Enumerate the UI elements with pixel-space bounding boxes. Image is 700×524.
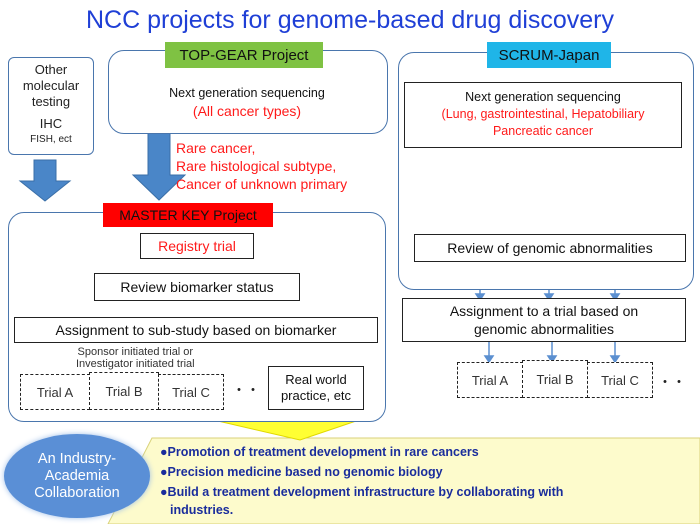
mk-trial-c: Trial C (158, 374, 224, 410)
real-world-line2: practice, etc (280, 388, 352, 403)
scrum-trial-c: Trial C (587, 362, 653, 398)
scrum-trial-a: Trial A (457, 362, 523, 398)
collab-line3: Collaboration (34, 484, 120, 501)
other-testing-box (8, 57, 94, 155)
top-gear-label: TOP-GEAR Project (165, 42, 323, 68)
top-gear-ngs: Next generation sequencing (All cancer t… (108, 84, 386, 120)
fish-label: FISH, ect (30, 134, 72, 145)
scrum-ngs-text: Next generation sequencing (465, 90, 621, 104)
rare-line2: Rare histological subtype, (176, 158, 337, 174)
master-key-label: MASTER KEY Project (103, 203, 273, 227)
rare-line1: Rare cancer, (176, 140, 256, 156)
scrum-scope-line1: (Lung, gastrointestinal, Hepatobiliary (441, 107, 645, 121)
mk-trial-b: Trial B (89, 372, 159, 410)
collab-bullets: ●Promotion of treatment development in r… (160, 442, 563, 518)
other-testing-label: Other molecular testing IHC FISH, ect (8, 62, 94, 148)
top-gear-scope: (All cancer types) (192, 103, 302, 119)
collab-ellipse: An Industry- Academia Collaboration (4, 434, 150, 518)
scrum-ellipsis: ・・ (658, 374, 686, 390)
bullet-3: ●Build a treatment development infrastru… (160, 485, 564, 499)
bullet-3-cont: industries. (170, 503, 234, 517)
other-line2: molecular (22, 78, 80, 93)
other-line3: testing (31, 94, 71, 109)
registry-trial-box: Registry trial (140, 233, 254, 259)
real-world-line1: Real world (285, 372, 347, 387)
collab-line1: An Industry- (37, 450, 117, 467)
scrum-trial-b: Trial B (522, 360, 588, 398)
arrow-topgear-to-masterkey (131, 132, 187, 201)
assignment-substudy-box: Assignment to sub-study based on biomark… (14, 317, 378, 343)
arrow-other-to-masterkey (18, 159, 72, 202)
collab-line2: Academia (44, 467, 110, 484)
ihc-label: IHC (39, 116, 63, 131)
scrum-scope-line2: Pancreatic cancer (492, 124, 594, 138)
sponsor-line2: Investigator initiated trial (76, 358, 195, 370)
sponsor-note: Sponsor initiated trial or Investigator … (76, 346, 195, 370)
page-title: NCC projects for genome-based drug disco… (85, 6, 614, 34)
scrum-label: SCRUM-Japan (487, 42, 611, 68)
bullet-2: ●Precision medicine based no genomic bio… (160, 465, 443, 479)
scrum-review-box: Review of genomic abnormalities (414, 234, 686, 262)
review-biomarker-box: Review biomarker status (94, 273, 300, 301)
scrum-ngs-box: Next generation sequencing (Lung, gastro… (404, 82, 682, 148)
mk-ellipsis: ・・ (232, 382, 260, 398)
rare-cancer-text: Rare cancer, Rare histological subtype, … (176, 139, 347, 193)
top-gear-ngs-text: Next generation sequencing (169, 86, 325, 100)
scrum-assign-line2: genomic abnormalities (473, 321, 615, 337)
real-world-box: Real world practice, etc (268, 366, 364, 410)
sponsor-line1: Sponsor initiated trial or (77, 346, 194, 358)
other-line1: Other (34, 62, 68, 77)
bullet-1: ●Promotion of treatment development in r… (160, 445, 479, 459)
mk-trial-a: Trial A (20, 374, 90, 410)
rare-line3: Cancer of unknown primary (176, 176, 348, 192)
scrum-assign-line1: Assignment to a trial based on (449, 303, 639, 319)
scrum-assignment-box: Assignment to a trial based on genomic a… (402, 298, 686, 342)
